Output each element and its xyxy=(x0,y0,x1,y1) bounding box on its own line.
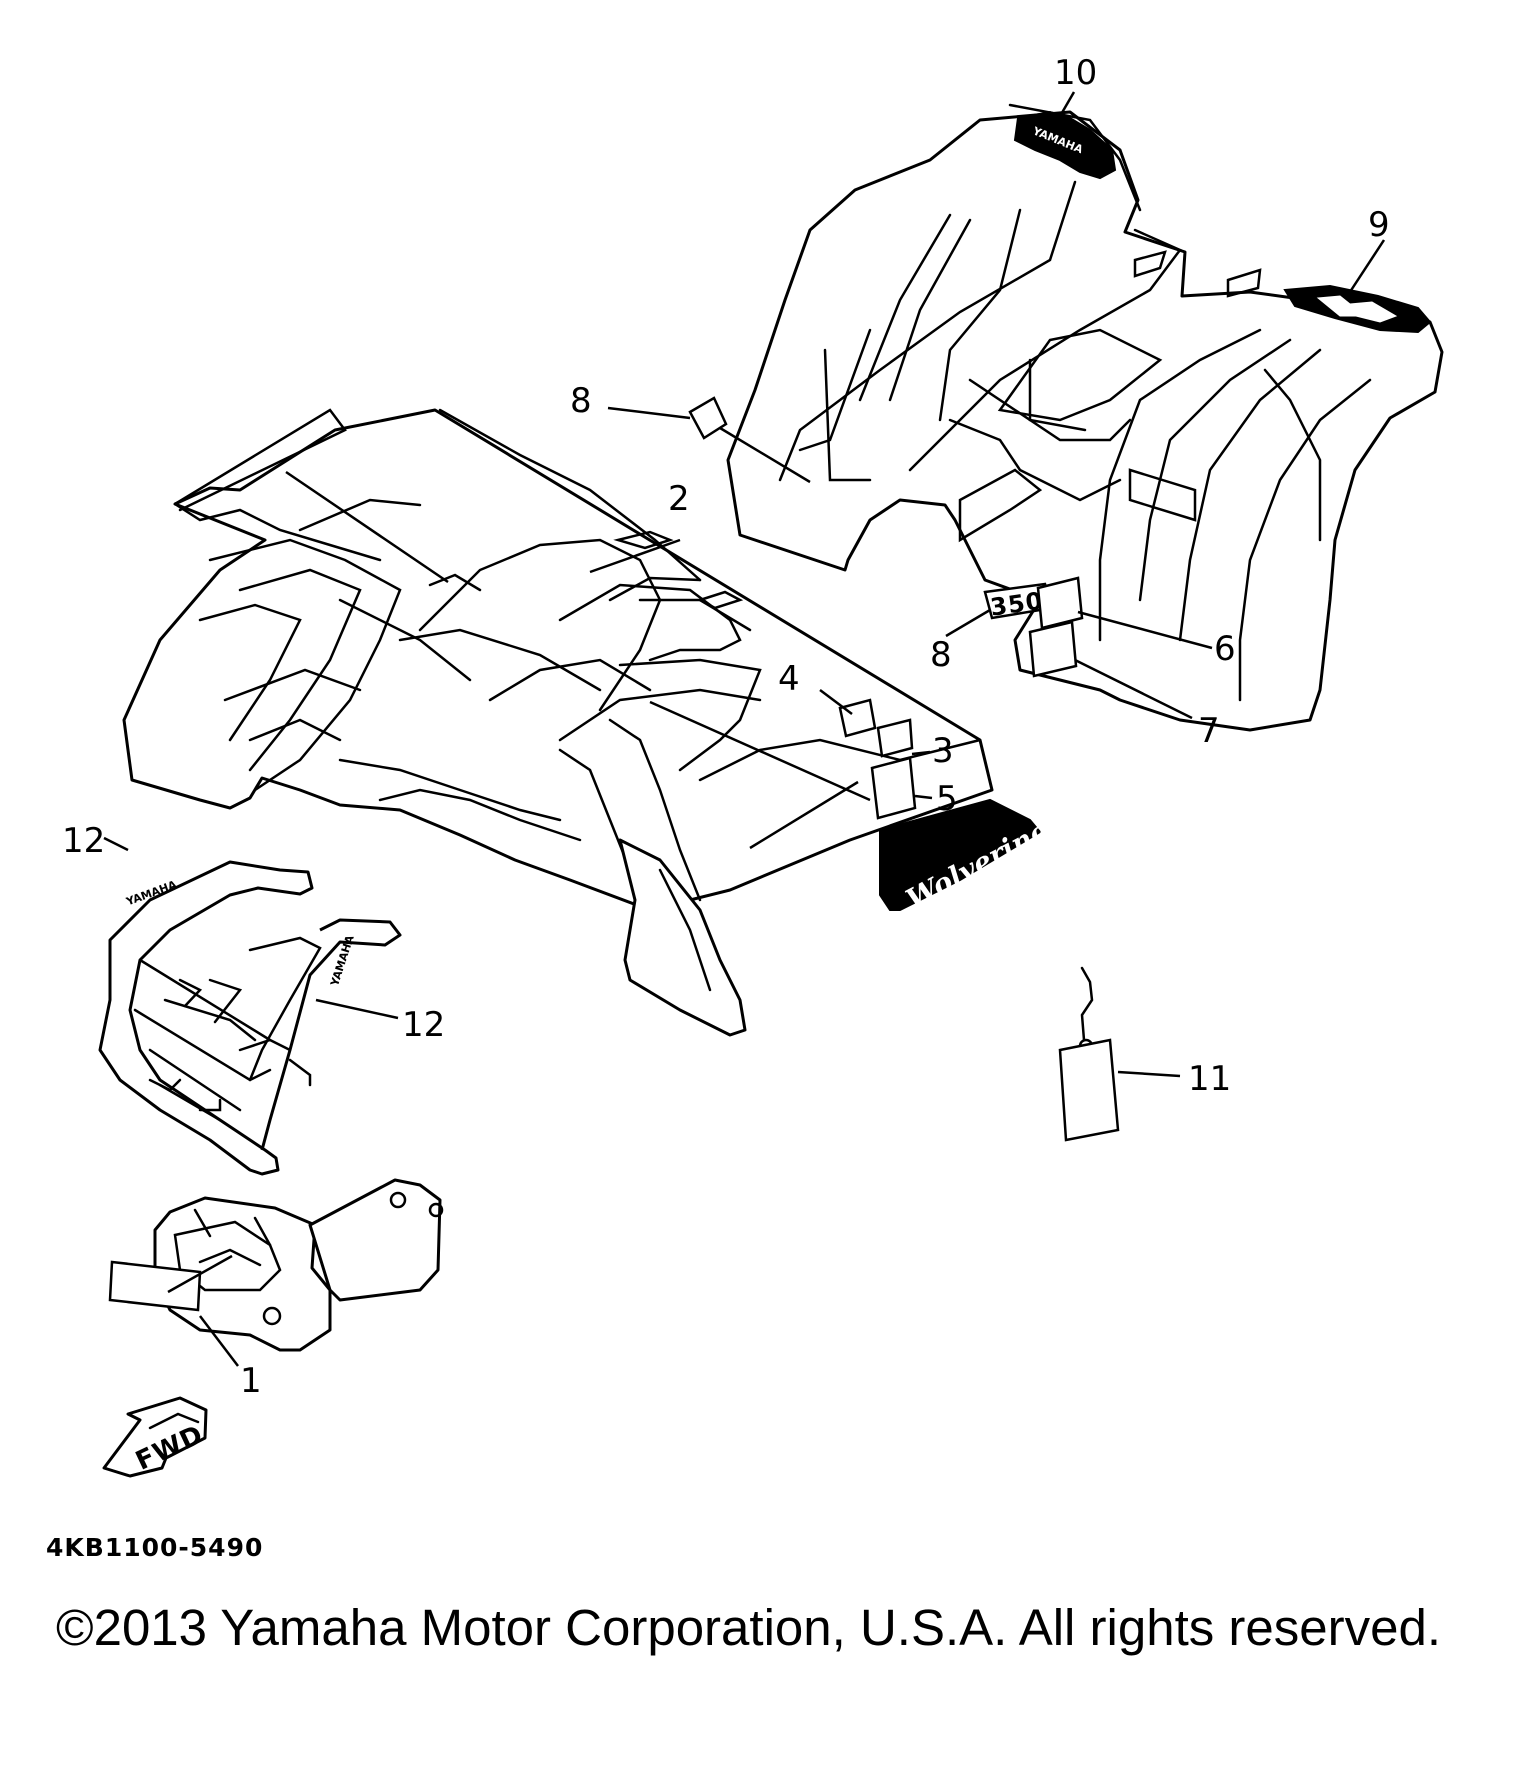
callout-12-lower: 12 xyxy=(402,1005,445,1045)
front-fender-skirt xyxy=(618,838,747,1037)
front-fender xyxy=(122,408,994,912)
callout-2: 2 xyxy=(668,479,690,519)
hang-tag xyxy=(1058,966,1120,1142)
callout-11: 11 xyxy=(1188,1059,1231,1099)
callout-8-lower: 8 xyxy=(930,635,952,675)
callout-12-upper: 12 xyxy=(62,821,105,861)
rear-fender: YAMAHA 350 xyxy=(726,103,1444,732)
label-1 xyxy=(108,1260,202,1312)
callout-4: 4 xyxy=(778,659,800,699)
callout-3: 3 xyxy=(932,731,954,771)
label-6 xyxy=(1036,576,1084,630)
callout-5: 5 xyxy=(936,779,958,819)
callouts: 10 9 8 2 8 6 7 4 3 5 12 12 11 1 xyxy=(62,53,1390,1401)
label-7 xyxy=(1028,620,1078,678)
leader-lines xyxy=(103,91,1386,1367)
callout-1: 1 xyxy=(240,1361,262,1401)
label-8-upper xyxy=(688,396,728,440)
fwd-arrow-icon: FWD xyxy=(102,1396,208,1478)
copyright-notice: ©2013 Yamaha Motor Corporation, U.S.A. A… xyxy=(56,1599,1442,1656)
callout-9: 9 xyxy=(1368,205,1390,245)
label-3 xyxy=(876,718,914,758)
callout-6: 6 xyxy=(1214,629,1236,669)
badge-4x4-shape xyxy=(1316,295,1398,323)
diagram-part-number: 4KB1100-5490 xyxy=(46,1533,263,1562)
label-5 xyxy=(870,756,917,820)
callout-8-upper: 8 xyxy=(570,381,592,421)
front-grill-panel xyxy=(153,1178,444,1352)
front-rack xyxy=(98,860,402,1176)
label-4 xyxy=(838,698,877,738)
callout-7: 7 xyxy=(1198,711,1220,751)
callout-10: 10 xyxy=(1054,53,1097,93)
